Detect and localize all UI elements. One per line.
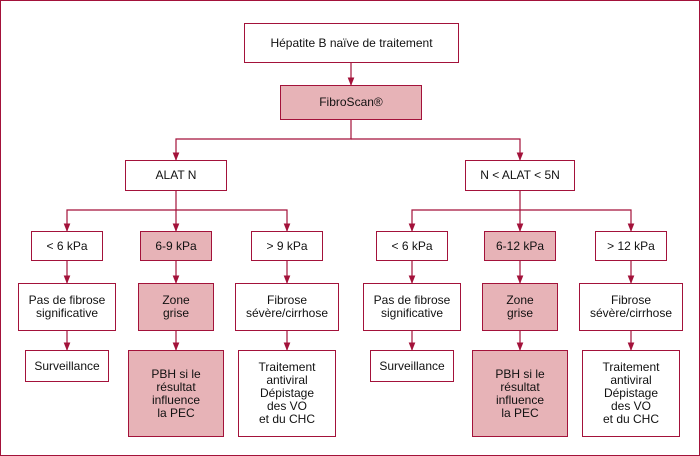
alat-normal-node: ALAT N bbox=[125, 160, 227, 191]
right-action-high-node: Traitement antiviral Dépistage des VO et… bbox=[582, 350, 680, 437]
connector bbox=[408, 209, 520, 232]
right-result-low-node: Pas de fibrose significative bbox=[363, 283, 461, 331]
connector bbox=[172, 120, 352, 161]
left-result-mid-node: Zone grise bbox=[138, 283, 214, 331]
left-kpa-low-node: < 6 kPa bbox=[31, 231, 103, 261]
left-kpa-high-node: > 9 kPa bbox=[251, 231, 323, 261]
alat-elevated-node: N < ALAT < 5N bbox=[465, 160, 575, 191]
connector bbox=[63, 209, 176, 232]
left-result-low-node: Pas de fibrose significative bbox=[18, 283, 116, 331]
connector bbox=[520, 209, 635, 232]
connector bbox=[351, 138, 524, 161]
root-node: Hépatite B naïve de traitement bbox=[244, 23, 459, 63]
right-action-mid-node: PBH si le résultat influence la PEC bbox=[472, 350, 568, 437]
left-result-high-node: Fibrose sévère/cirrhose bbox=[235, 283, 339, 331]
right-kpa-high-node: > 12 kPa bbox=[595, 231, 667, 261]
left-action-low-node: Surveillance bbox=[25, 350, 109, 382]
left-kpa-mid-node: 6-9 kPa bbox=[140, 231, 212, 261]
right-action-low-node: Surveillance bbox=[370, 350, 454, 382]
right-result-high-node: Fibrose sévère/cirrhose bbox=[579, 283, 683, 331]
right-kpa-low-node: < 6 kPa bbox=[376, 231, 448, 261]
connector bbox=[176, 209, 291, 232]
left-action-high-node: Traitement antiviral Dépistage des VO et… bbox=[238, 350, 336, 437]
left-action-mid-node: PBH si le résultat influence la PEC bbox=[128, 350, 224, 437]
fibroscan-node: FibroScan® bbox=[280, 85, 422, 120]
right-kpa-mid-node: 6-12 kPa bbox=[484, 231, 556, 261]
right-result-mid-node: Zone grise bbox=[482, 283, 558, 331]
